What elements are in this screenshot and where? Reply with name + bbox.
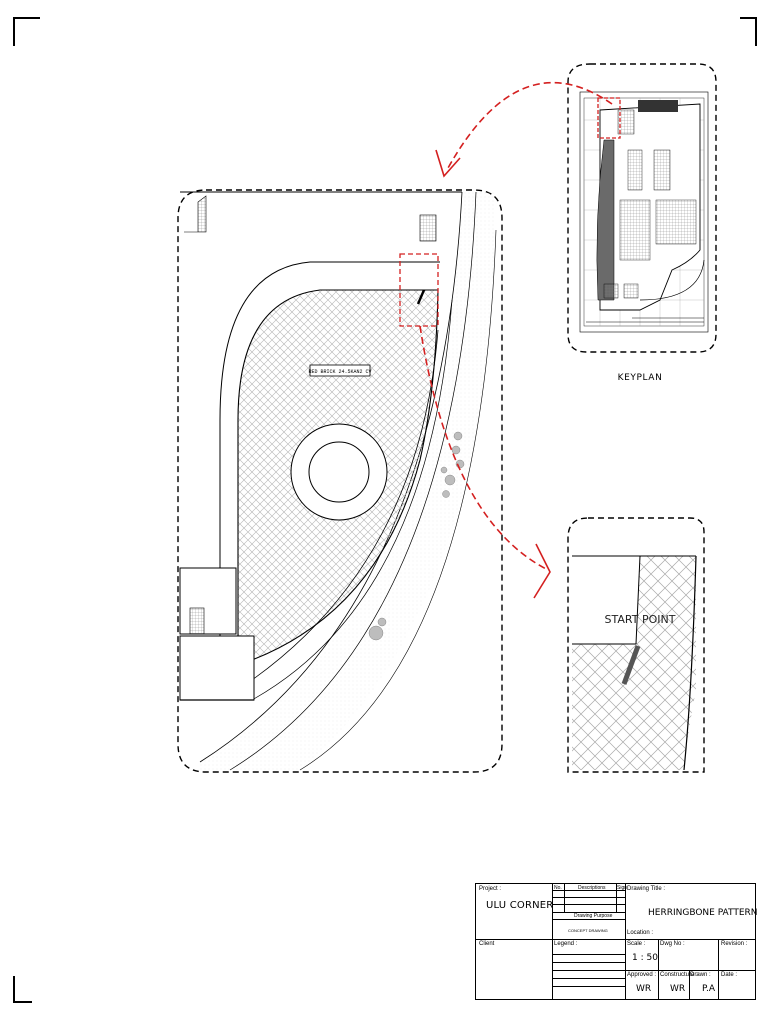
detail-drawing [572,555,697,771]
project-label: Project : [479,886,502,892]
scale-value: 1 : 50 [632,953,658,963]
keyplan-title: KEYPLAN [618,373,663,383]
drawing-purpose-label: Drawing Purpose [574,913,613,919]
constructure-value: WR [670,984,686,994]
keyplan-drawing [579,91,709,333]
material-label-box: RED BRICK 24.5KAN2 CV [308,364,372,377]
scale-label: Scale : [627,941,646,947]
legend-label: Legend : [554,941,578,947]
dwg-no-label: Dwg No : [660,941,685,947]
title-block: Project : ULU CORNER No. Descriptions Si… [475,883,758,1000]
no-label: No. [554,885,562,891]
detail-marker-keyplan [597,97,621,139]
drawn-label: Drawn : [690,972,711,978]
approved-label: Approved : [627,972,657,978]
location-label: Location : [627,930,654,936]
project-name: ULU CORNER [486,900,554,911]
descriptions-label: Descriptions [578,885,606,891]
leader-arrow-detail [419,325,549,571]
detail-marker-main [399,253,439,327]
arrowhead-keyplan [435,149,461,178]
leader-arrow-keyplan [447,81,613,169]
arrowhead-detail [533,543,551,599]
start-point-callout: START POINT [605,613,676,626]
constructure-label: Constructure : [660,972,698,978]
date-label: Date : [721,972,738,978]
material-label-text: RED BRICK 24.5KAN2 CV [308,369,371,375]
drawn-value: P.A [702,984,716,994]
sign-label: Sign [617,885,628,891]
client-label: Client [479,941,495,947]
approved-value: WR [636,984,652,994]
drawing-title-label: Drawing Title : [627,886,666,892]
drawing-purpose-value: CONCEPT DRAWING [568,928,608,933]
drawing-title-value: HERRINGBONE PATTERN [648,908,758,918]
main-plan-drawing [179,191,497,771]
crop-marks [13,17,757,1003]
revision-label: Revision : [721,941,748,947]
